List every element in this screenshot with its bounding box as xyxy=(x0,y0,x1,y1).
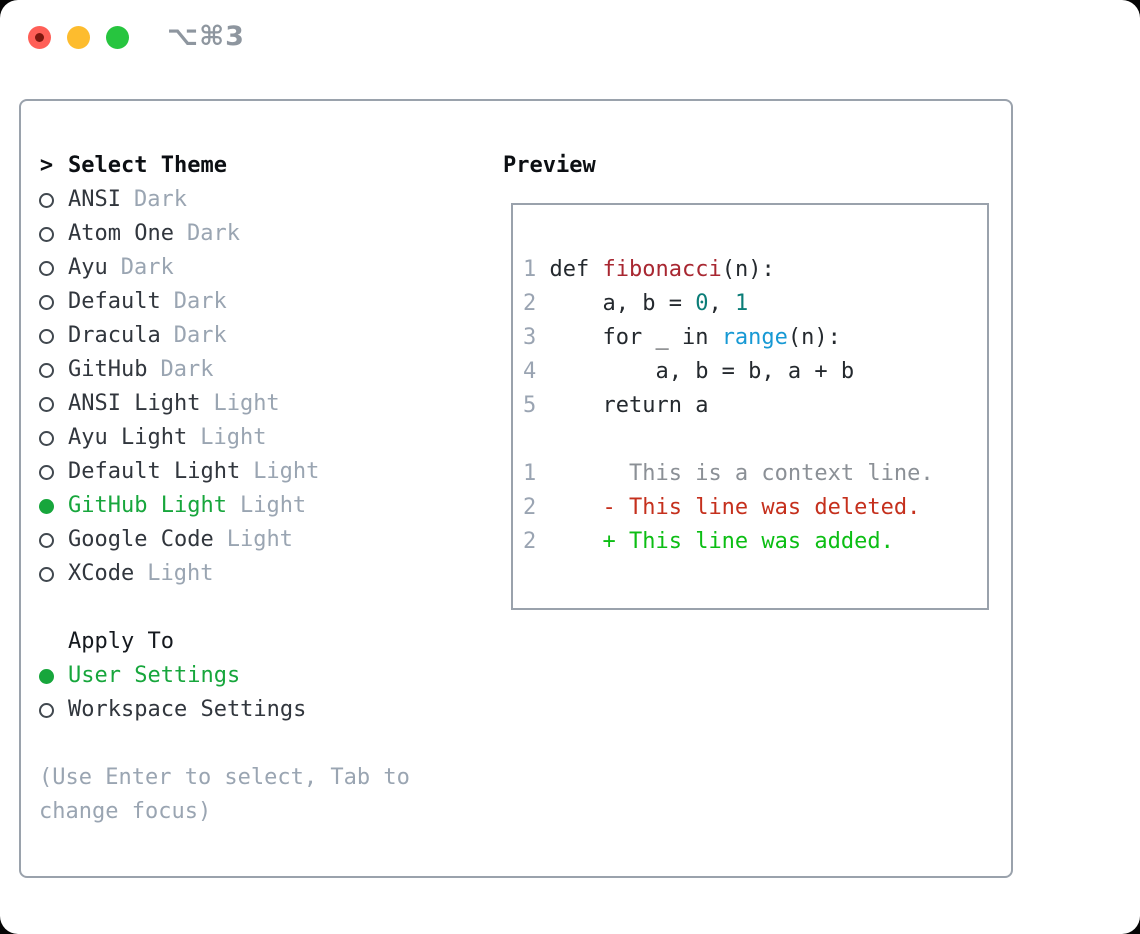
radio-selected-icon xyxy=(39,668,54,684)
theme-option[interactable]: GitHub Dark xyxy=(39,353,479,387)
theme-variant-label: Dark xyxy=(173,289,227,314)
code-line: 2 - This line was deleted. xyxy=(523,495,921,520)
theme-option[interactable]: Google Code Light xyxy=(39,523,479,557)
window-title: ⌥⌘3 xyxy=(167,21,245,52)
apply-to-header: Apply To xyxy=(68,629,174,654)
theme-option[interactable]: Default Dark xyxy=(39,285,479,319)
theme-option[interactable]: Dracula Dark xyxy=(39,319,479,353)
theme-variant-label: Dark xyxy=(186,221,240,246)
radio-unselected-icon xyxy=(39,464,54,480)
theme-option-label: GitHub Light xyxy=(68,493,227,518)
preview-title: Preview xyxy=(503,153,596,178)
theme-variant-label: Dark xyxy=(173,323,227,348)
preview-box: 1 def fibonacci(n): 2 a, b = 0, 1 3 for _ … xyxy=(511,203,989,610)
theme-option-label: Default Light xyxy=(68,459,241,484)
theme-variant-label: Light xyxy=(253,459,320,484)
zoom-button[interactable] xyxy=(106,26,129,49)
radio-selected-icon xyxy=(39,498,54,514)
apply-option-label: User Settings xyxy=(68,663,241,688)
theme-variant-label: Dark xyxy=(160,357,214,382)
select-theme-header: > Select Theme xyxy=(39,149,479,183)
keyboard-hint: (Use Enter to select, Tab to change focu… xyxy=(39,765,410,824)
theme-option[interactable]: Default Light Light xyxy=(39,455,479,489)
code-line: 2 a, b = 0, 1 xyxy=(523,291,749,316)
theme-option-label: Ayu xyxy=(68,255,108,280)
theme-option-label: ANSI xyxy=(68,187,121,212)
theme-option-label: Google Code xyxy=(68,527,214,552)
preview-column: Preview 1 def fibonacci(n): 2 a, b = 0, 1… xyxy=(503,149,989,610)
theme-option[interactable]: XCode Light xyxy=(39,557,479,591)
theme-option-label: Default xyxy=(68,289,161,314)
code-line: 5 return a xyxy=(523,393,709,418)
theme-option-label: GitHub xyxy=(68,357,148,382)
theme-variant-label: Light xyxy=(226,527,293,552)
close-dot-icon xyxy=(35,33,44,42)
radio-unselected-icon xyxy=(39,260,54,276)
apply-option[interactable]: User Settings xyxy=(39,659,479,693)
titlebar: ⌥⌘3 xyxy=(0,0,1140,99)
theme-option-label: ANSI Light xyxy=(68,391,201,416)
theme-variant-label: Light xyxy=(213,391,280,416)
theme-variant-label: Dark xyxy=(133,187,187,212)
theme-option[interactable]: Atom One Dark xyxy=(39,217,479,251)
theme-option[interactable]: ANSI Dark xyxy=(39,183,479,217)
selection-caret-icon: > xyxy=(39,153,54,178)
theme-variant-label: Dark xyxy=(120,255,174,280)
radio-unselected-icon xyxy=(39,702,54,718)
minimize-button[interactable] xyxy=(67,26,90,49)
theme-variant-label: Light xyxy=(147,561,214,586)
theme-variant-label: Light xyxy=(200,425,267,450)
code-line: 4 a, b = b, a + b xyxy=(523,359,855,384)
radio-unselected-icon xyxy=(39,362,54,378)
radio-unselected-icon xyxy=(39,226,54,242)
preview-code: 1 def fibonacci(n): 2 a, b = 0, 1 3 for _ … xyxy=(513,205,987,559)
theme-option-label: XCode xyxy=(68,561,135,586)
apply-option-label: Workspace Settings xyxy=(68,697,307,722)
traffic-lights xyxy=(28,26,129,49)
radio-unselected-icon xyxy=(39,192,54,208)
apply-option[interactable]: Workspace Settings xyxy=(39,693,479,727)
radio-unselected-icon xyxy=(39,566,54,582)
select-theme-title: Select Theme xyxy=(68,153,227,178)
radio-unselected-icon xyxy=(39,328,54,344)
code-line: 1 This is a context line. xyxy=(523,461,934,486)
theme-option[interactable]: Ayu Light Light xyxy=(39,421,479,455)
close-button[interactable] xyxy=(28,26,51,49)
theme-option-label: Ayu Light xyxy=(68,425,188,450)
theme-variant-label: Light xyxy=(239,493,307,518)
theme-option-label: Dracula xyxy=(68,323,161,348)
radio-unselected-icon xyxy=(39,532,54,548)
code-line: 1 def fibonacci(n): xyxy=(523,257,775,282)
radio-unselected-icon xyxy=(39,294,54,310)
code-line xyxy=(523,423,987,457)
code-line: 2 + This line was added. xyxy=(523,529,894,554)
radio-unselected-icon xyxy=(39,430,54,446)
theme-option[interactable]: ANSI Light Light xyxy=(39,387,479,421)
theme-option[interactable]: GitHub Light Light xyxy=(39,489,479,523)
radio-unselected-icon xyxy=(39,396,54,412)
code-line: 3 for _ in range(n): xyxy=(523,325,841,350)
theme-option[interactable]: Ayu Dark xyxy=(39,251,479,285)
theme-option-label: Atom One xyxy=(68,221,174,246)
